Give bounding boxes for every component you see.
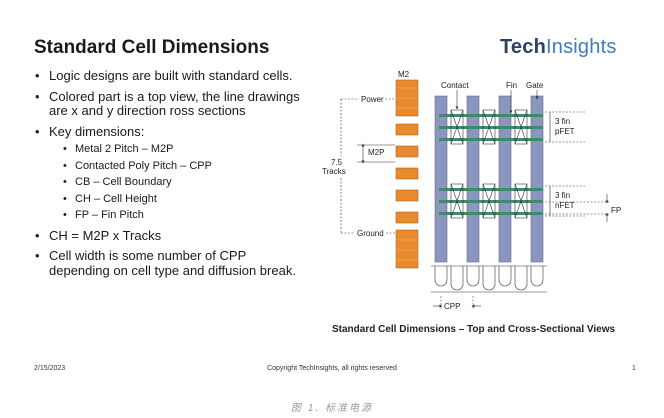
contact-label: Contact — [441, 81, 469, 90]
standard-cell-diagram: M2 Power M2P 7.5 Tracks Ground — [322, 70, 621, 311]
gate — [434, 95, 448, 263]
fin-label: Fin — [506, 81, 517, 90]
pfet-fin-count: 3 fin — [555, 117, 570, 126]
sub-bullet-item: Metal 2 Pitch – M2P — [63, 142, 306, 157]
contacts — [450, 109, 528, 219]
slide: Standard Cell Dimensions TechInsights Lo… — [0, 0, 664, 390]
fin-pitch-label: FP — [611, 206, 621, 215]
bullet-item: Cell width is some number of CPP dependi… — [34, 248, 306, 278]
copyright-notice: Copyright TechInsights, all rights reser… — [267, 365, 397, 372]
tracks-label: Tracks — [322, 167, 346, 176]
gate-label: Gate — [526, 81, 544, 90]
bullet-list: Logic designs are built with standard ce… — [34, 68, 306, 284]
contact — [450, 109, 464, 145]
contact — [482, 183, 496, 219]
nfet-label: nFET — [555, 201, 575, 210]
figure-caption: 图 1. 标准电源 — [291, 403, 373, 414]
contact — [514, 109, 528, 145]
techinsights-logo: TechInsights — [500, 36, 617, 58]
pfet-fins — [439, 114, 543, 141]
m2-track — [395, 189, 419, 202]
page-number: 1 — [632, 365, 636, 372]
tracks-number: 7.5 — [331, 158, 343, 167]
contact — [514, 183, 528, 219]
metal2-tracks — [395, 79, 419, 269]
gate-lines — [434, 95, 544, 263]
gate — [498, 95, 512, 263]
gate — [530, 95, 544, 263]
nfet-fin-count: 3 fin — [555, 191, 570, 200]
sub-bullet-item: Contacted Poly Pitch – CPP — [63, 159, 306, 174]
sub-bullet-item: FP – Fin Pitch — [63, 208, 306, 223]
contact — [482, 109, 496, 145]
gate — [466, 95, 480, 263]
m2-track — [395, 211, 419, 224]
sub-bullet-item: CH – Cell Height — [63, 192, 306, 207]
fin — [439, 188, 543, 191]
fin — [439, 138, 543, 141]
slide-title: Standard Cell Dimensions — [34, 37, 270, 58]
m2-track — [395, 145, 419, 158]
fin — [439, 212, 543, 215]
cpp-label: CPP — [444, 302, 460, 311]
m2-track — [395, 167, 419, 180]
contact — [450, 183, 464, 219]
diagram-caption: Standard Cell Dimensions – Top and Cross… — [332, 324, 616, 335]
m2p-label: M2P — [368, 148, 384, 157]
power-label: Power — [361, 95, 384, 104]
bullet-text: Key dimensions: — [49, 123, 145, 139]
bullet-item: Colored part is a top view, the line dra… — [34, 89, 306, 119]
fin — [439, 200, 543, 203]
sub-bullet-list: Metal 2 Pitch – M2P Contacted Poly Pitch… — [49, 142, 306, 223]
ground-label: Ground — [357, 229, 384, 238]
sub-bullet-item: CB – Cell Boundary — [63, 175, 306, 190]
bullet-item: Logic designs are built with standard ce… — [34, 68, 306, 84]
fin — [439, 126, 543, 129]
bullet-item: Key dimensions: Metal 2 Pitch – M2P Cont… — [34, 123, 306, 223]
pfet-label: pFET — [555, 127, 575, 136]
nfet-fins — [439, 188, 543, 215]
m2-track — [395, 123, 419, 136]
bullet-item: CH = M2P x Tracks — [34, 228, 306, 244]
ground-rail — [395, 229, 419, 269]
slide-date: 2/15/2023 — [34, 365, 66, 372]
m2-label: M2 — [398, 70, 410, 79]
fin — [439, 114, 543, 117]
cross-section — [431, 265, 547, 293]
